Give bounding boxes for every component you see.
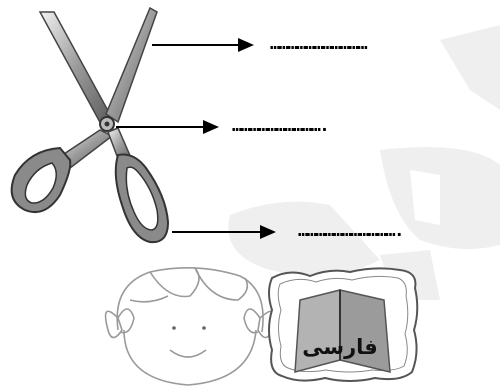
book-title-label: فارسی	[302, 335, 378, 359]
answer-blank-middle: ………………………….	[232, 116, 330, 136]
answer-blank-bottom: …………………………….	[298, 221, 404, 241]
answer-blank-top: ……………………………	[270, 34, 368, 54]
